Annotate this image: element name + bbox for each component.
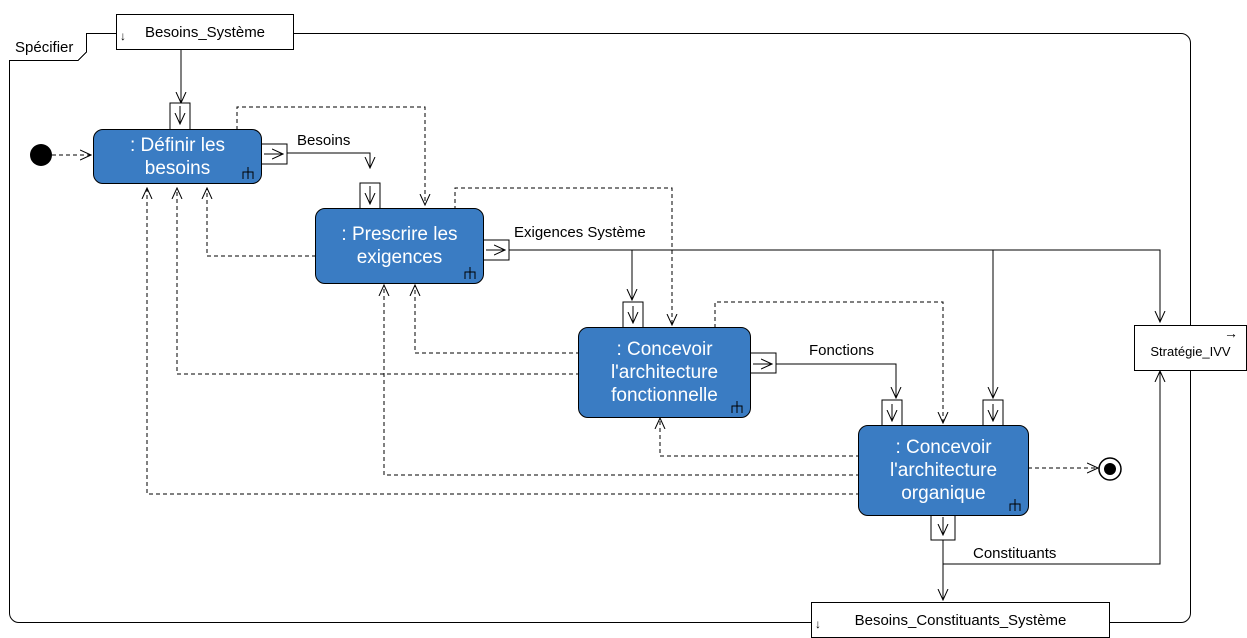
action-definir-besoins[interactable]: : Définir les besoins: [93, 129, 262, 184]
subactivity-icon: [464, 267, 476, 279]
flow-label-fonctions: Fonctions: [809, 342, 875, 359]
param-strategie-ivv: → Stratégie_IVV: [1134, 325, 1247, 371]
control-flows: [52, 106, 1098, 495]
param-besoins-systeme: ↓ Besoins_Système: [116, 14, 294, 50]
frame-label: Spécifier: [9, 33, 87, 61]
action-concevoir-architecture-fonctionnelle[interactable]: : Concevoir l'architecture fonctionnelle: [578, 327, 751, 418]
subactivity-icon: [731, 401, 743, 413]
action-concevoir-architecture-organique[interactable]: : Concevoir l'architecture organique: [858, 425, 1029, 516]
action-prescrire-exigences[interactable]: : Prescrire les exigences: [315, 208, 484, 284]
subactivity-icon: [1009, 499, 1021, 511]
subactivity-icon: [242, 167, 254, 179]
flow-label-exigences-systeme: Exigences Système: [514, 224, 646, 241]
flow-label-besoins: Besoins: [297, 132, 351, 149]
param-besoins-constituants-systeme: ↓ Besoins_Constituants_Système: [811, 602, 1110, 638]
object-flows: [181, 50, 1160, 600]
initial-node: [30, 144, 52, 166]
final-node: [1098, 457, 1122, 481]
flow-label-constituants: Constituants: [973, 545, 1057, 562]
